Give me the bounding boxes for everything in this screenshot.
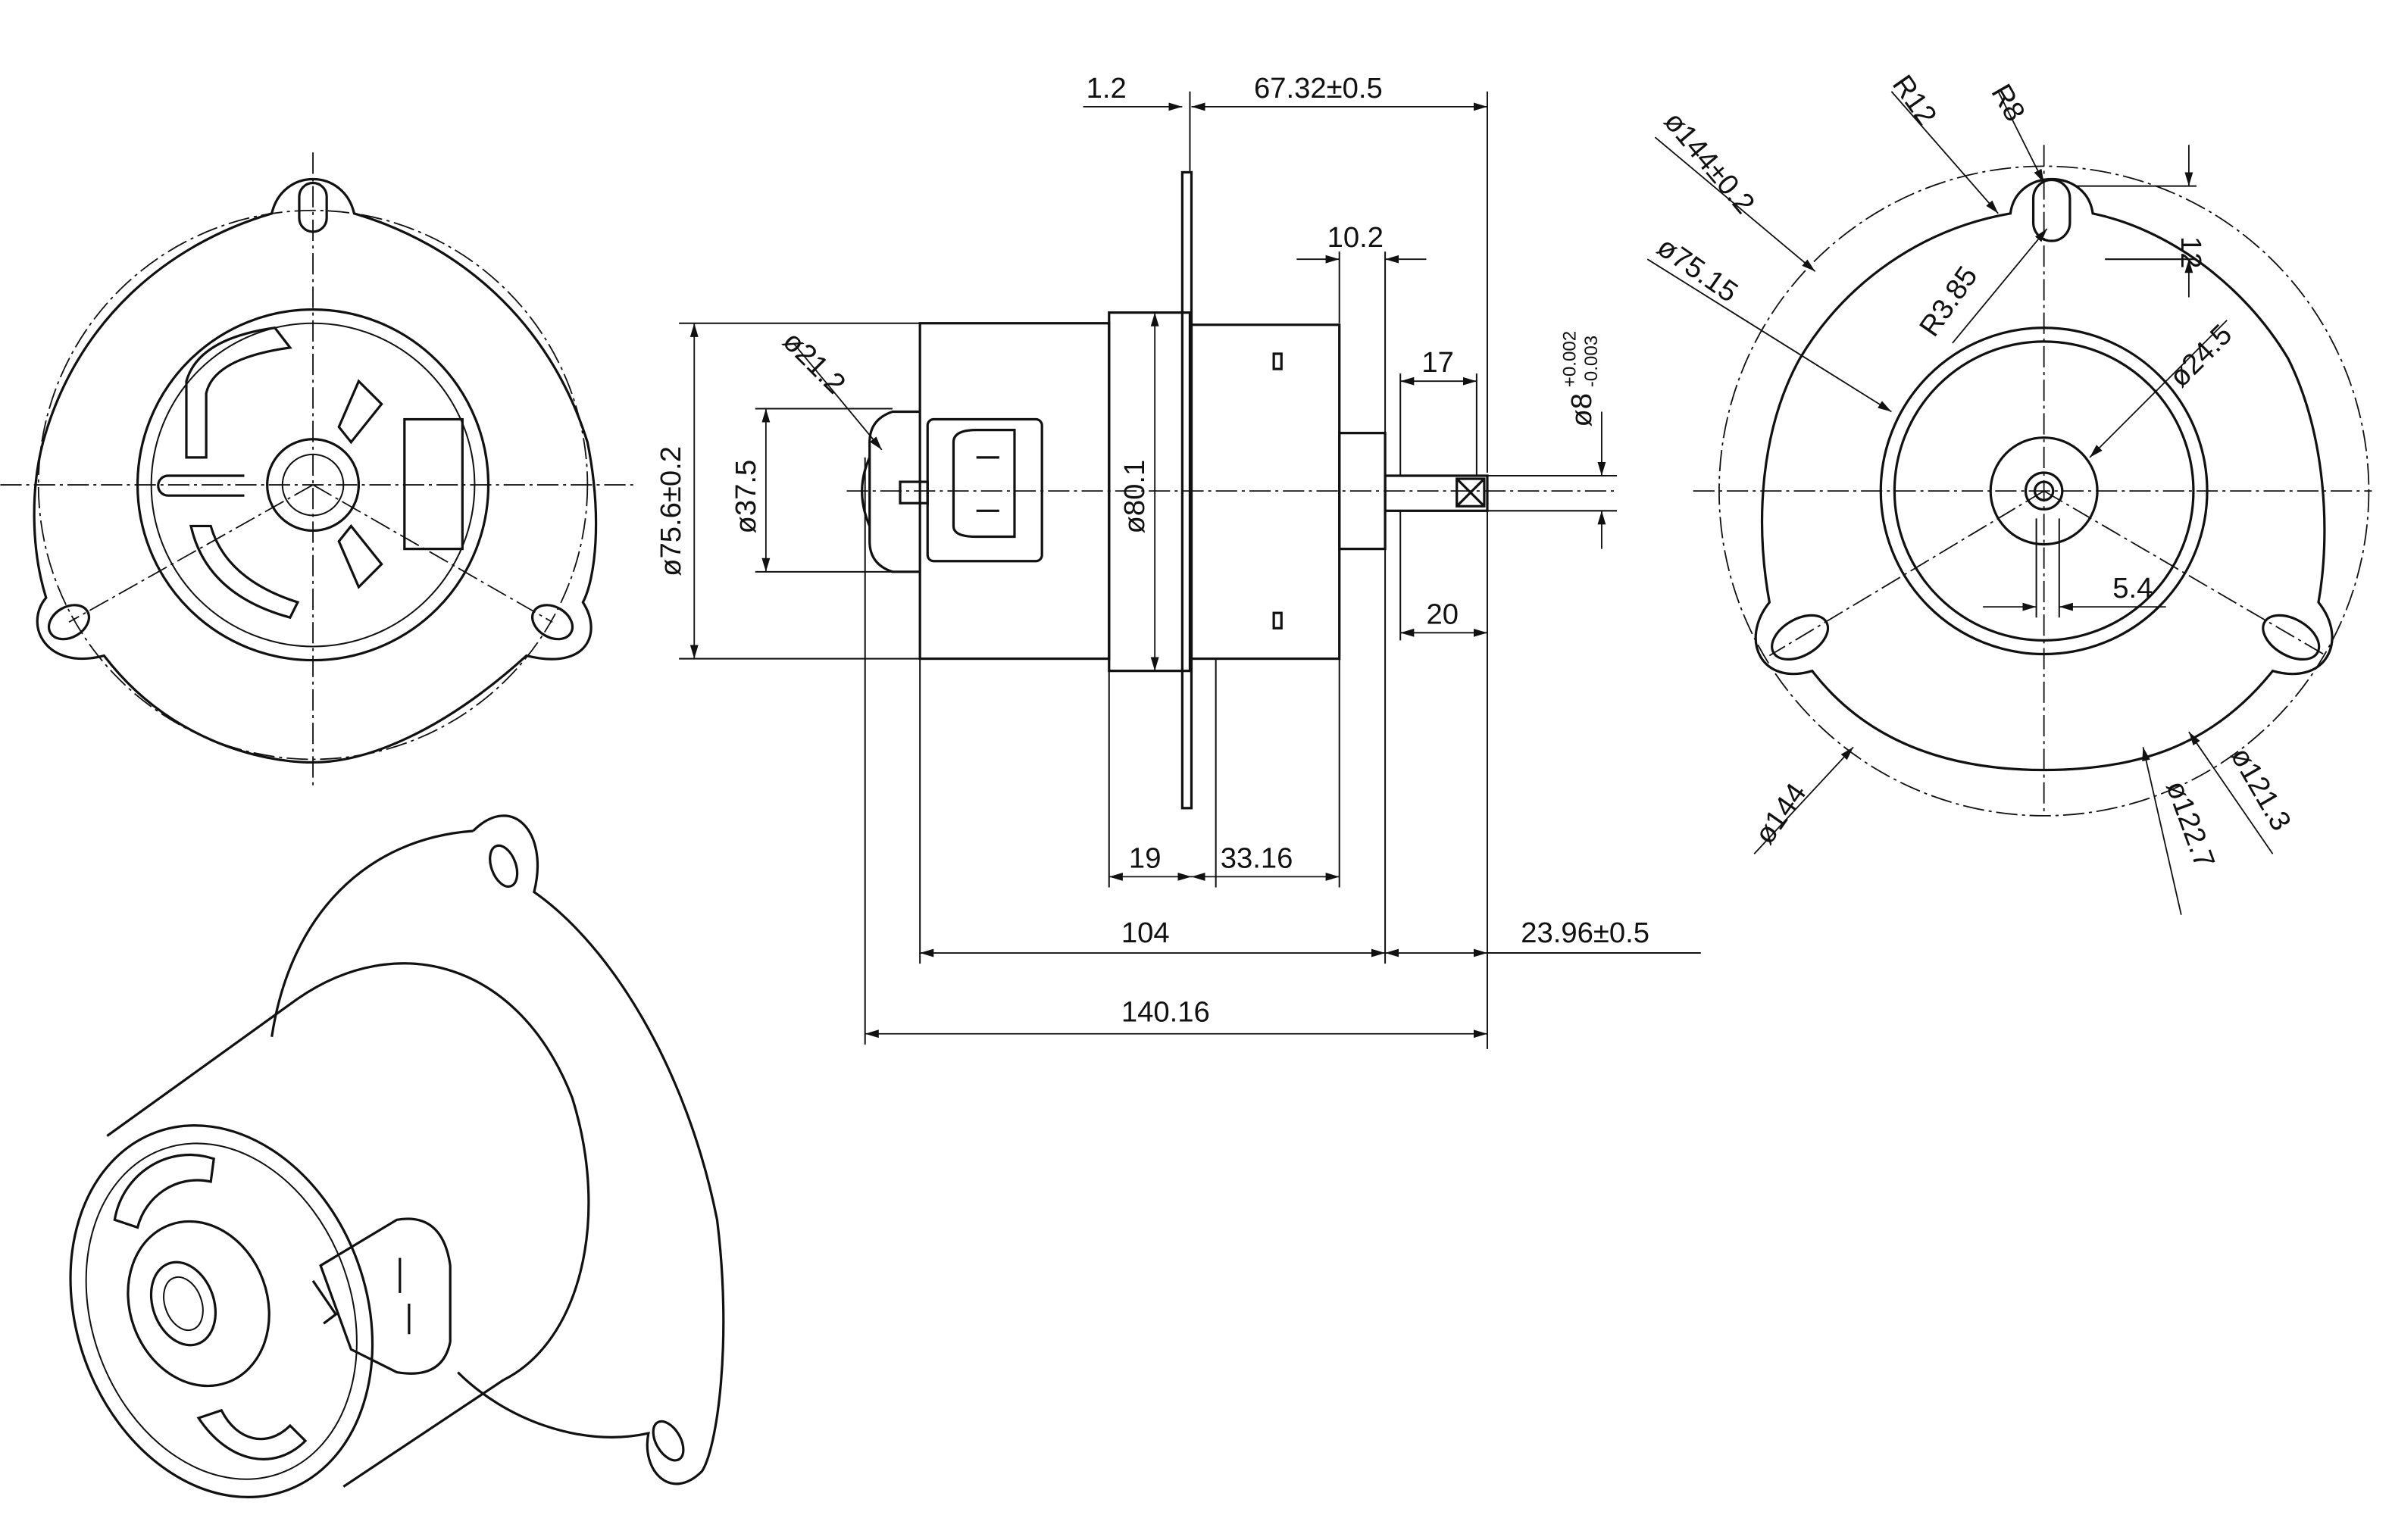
leader-line	[1654, 136, 1816, 272]
dim-offset: 5.4	[2112, 572, 2153, 604]
dim-flange-thickness: 1.2	[1087, 72, 1127, 105]
centerline	[1768, 490, 2045, 657]
vent-slot	[189, 524, 300, 620]
housing-edge	[106, 998, 299, 1137]
dim-shaft-length: 20	[1426, 598, 1459, 630]
mounting-hole	[2262, 614, 2321, 661]
vent-slot	[196, 1408, 308, 1460]
dim-front-length: 67.32±0.5	[1254, 72, 1383, 105]
rear-body	[1190, 323, 1341, 661]
dim-step: 10.2	[1327, 221, 1384, 254]
leader-line	[1997, 91, 2045, 183]
hub-outline	[127, 1220, 270, 1388]
end-cap-outline	[69, 1124, 374, 1498]
housing-outline	[297, 962, 590, 1382]
dim-pcd: ø144	[1748, 777, 1812, 850]
vent-slot	[337, 523, 383, 589]
flange-outline	[457, 814, 725, 1485]
dim-shaft-dia: ø8	[1565, 393, 1598, 427]
dim-shaft-total: 23.96±0.5	[1521, 917, 1649, 949]
mounting-hole	[47, 604, 90, 641]
connector-housing	[403, 417, 464, 551]
shaft	[1384, 474, 1489, 512]
housing-edge	[342, 1379, 505, 1488]
body-tab	[1272, 352, 1283, 370]
dim-connector-dia: ø37.5	[730, 460, 762, 534]
dim-hub-dia: ø24.5	[2163, 318, 2239, 394]
dim-shaft-tol-lower: -0.003	[1581, 336, 1602, 387]
dim-total-body: 104	[1121, 917, 1170, 949]
end-view: ø144±0.2 R12 R8 12 ø75.15 R3.85 ø24.5 5.…	[1646, 69, 2372, 915]
dim-body-dia: ø75.6±0.2	[655, 446, 687, 576]
leader-line	[2142, 747, 2182, 915]
shaft-flat	[1456, 477, 1486, 508]
centerline	[312, 484, 553, 623]
vent-slot	[113, 1154, 215, 1229]
mounting-slot	[489, 844, 519, 888]
connector-socket	[952, 429, 1016, 539]
bore-inner	[163, 1276, 204, 1332]
connector-housing	[926, 417, 1043, 563]
dim-outer-dia-2: ø121.3	[2224, 742, 2297, 836]
dim-shaft-flat: 17	[1421, 346, 1454, 379]
connector-boss	[868, 410, 921, 573]
flange-band	[1108, 311, 1192, 673]
leader-line	[1753, 746, 1854, 854]
centerline	[2043, 490, 2327, 657]
leader-line	[1890, 91, 1999, 214]
dim-lobe-radius: R12	[1886, 69, 1943, 131]
side-view: 1.2 67.32±0.5 10.2 17 20 ø8 +0.002 -0.00…	[655, 72, 1701, 1049]
dim-slot-radius: R8	[1984, 79, 2031, 127]
end-cap-rim	[85, 1142, 358, 1480]
connector-outline	[319, 1217, 452, 1375]
dim-boss-dia: ø21.2	[777, 325, 852, 401]
bore-outline	[149, 1260, 217, 1347]
dim-band: 19	[1129, 842, 1162, 874]
dim-pcd-tol: ø144±0.2	[1658, 105, 1762, 220]
bolt-circle	[37, 209, 589, 761]
shaft-flat-cross	[1456, 477, 1486, 508]
front-view	[0, 152, 633, 790]
dim-slot-length: 12	[2175, 236, 2207, 269]
dim-rear: 33.16	[1221, 842, 1293, 874]
vent-slot	[337, 379, 383, 445]
mounting-slot	[2031, 178, 2072, 242]
dim-flange-body-dia: ø80.1	[1118, 460, 1151, 534]
dim-shaft-tol-upper: +0.002	[1560, 331, 1581, 388]
vent-slot	[185, 326, 292, 459]
leader-line	[1952, 228, 2048, 344]
mounting-slot	[652, 1420, 685, 1462]
dim-shaft-diameter-group: ø8 +0.002 -0.003	[1560, 331, 1602, 427]
body-tab	[1272, 611, 1283, 629]
leader-line	[2089, 320, 2228, 458]
centerline	[68, 484, 314, 623]
vent-slot	[157, 474, 245, 497]
dim-overall: 140.16	[1121, 996, 1210, 1029]
dim-hole-radius: R3.85	[1913, 261, 1984, 342]
leader-line	[2188, 731, 2274, 854]
leader-line	[1646, 258, 1892, 413]
mounting-hole	[531, 604, 574, 641]
mounting-flange-outline	[33, 178, 598, 764]
connector-latch	[899, 480, 929, 504]
connector-latch	[311, 1279, 338, 1325]
isometric-view	[69, 814, 725, 1498]
leader-line	[793, 342, 883, 451]
flange-outline	[270, 829, 474, 1037]
